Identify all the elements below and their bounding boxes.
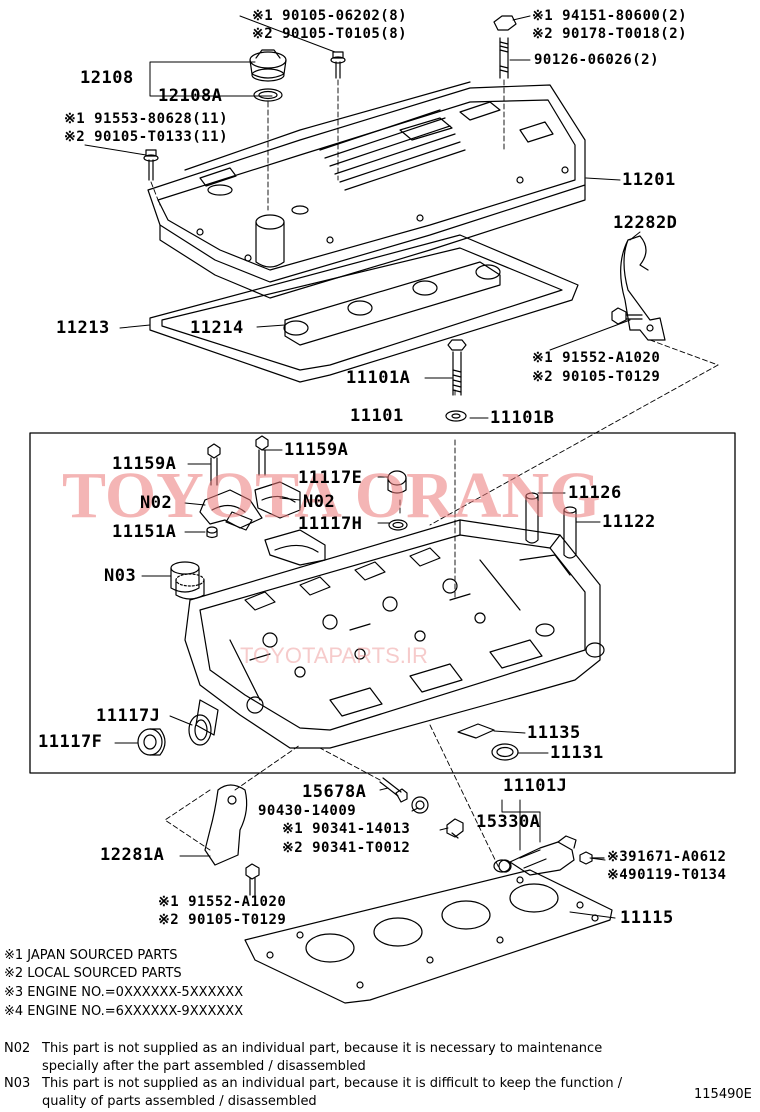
part-number-gasket: 90430-14009 xyxy=(258,803,357,819)
part-number-left-1: ※1 91553-80628(11) xyxy=(64,111,229,127)
valve-guide-bushing xyxy=(525,492,539,544)
callout-N02-left: N02 xyxy=(140,493,173,513)
callout-11131: 11131 xyxy=(550,743,604,763)
callout-11101J: 11101J xyxy=(503,776,568,796)
callout-12282D: 12282D xyxy=(613,213,678,233)
cover-stud xyxy=(499,37,509,79)
camshaft-bearing-cap-lower xyxy=(264,529,326,566)
callout-12108: 12108 xyxy=(80,68,134,88)
part-number-left-2: ※2 90105-T0133(11) xyxy=(64,129,229,145)
plug-seal xyxy=(137,728,166,756)
callout-11126: 11126 xyxy=(568,483,622,503)
leader-lines xyxy=(84,15,641,919)
part-number-plug-1: ※1 90341-14013 xyxy=(282,821,411,837)
valve-lifter xyxy=(170,561,205,600)
part-number-bolt-2: ※2 90105-T0129 xyxy=(158,912,287,928)
camshaft-bearing-cap-left xyxy=(199,489,263,531)
valve-mount-bolt xyxy=(579,851,605,865)
valve-o-ring xyxy=(493,859,511,873)
callout-11117J: 11117J xyxy=(96,706,161,726)
note-n02-code: N02 xyxy=(4,1041,31,1056)
part-number-sensor-2: ※490119-T0134 xyxy=(607,867,727,883)
cylinder-head-group-frame xyxy=(29,432,736,774)
callout-11201: 11201 xyxy=(622,170,676,190)
valve-cover-gasket xyxy=(149,234,579,383)
legend-japan-sourced: ※1 JAPAN SOURCED PARTS xyxy=(4,948,178,963)
part-number-bracket-1: ※1 91552-A1020 xyxy=(532,350,661,366)
part-number-bracket-2: ※2 90105-T0129 xyxy=(532,369,661,385)
part-number-top-right-2: ※2 90178-T0018(2) xyxy=(532,26,688,42)
cylinder-head-plug xyxy=(387,470,407,494)
stud-bolt xyxy=(379,777,408,803)
part-number-top-right-1: ※1 94151-80600(2) xyxy=(532,8,688,24)
filler-cap-gasket xyxy=(253,88,283,102)
note-n03-code: N03 xyxy=(4,1076,31,1091)
part-number-top-1: ※1 90105-06202(8) xyxy=(252,8,408,24)
bracket-bolt-rear xyxy=(611,307,643,325)
dowel-pin xyxy=(206,526,218,539)
part-number-plug-2: ※2 90341-T0012 xyxy=(282,840,411,856)
callout-11135: 11135 xyxy=(527,723,581,743)
cylinder-head-gasket xyxy=(244,869,613,1004)
camshaft-seal-ring xyxy=(188,714,212,746)
callout-11213: 11213 xyxy=(56,318,110,338)
figure-id: 115490E xyxy=(694,1087,752,1102)
callout-N03: N03 xyxy=(104,566,137,586)
callout-15330A: 15330A xyxy=(476,812,541,832)
oil-seal-ring xyxy=(491,743,519,761)
callout-11117E: 11117E xyxy=(298,468,363,488)
head-bolt-washer xyxy=(445,410,467,422)
callout-11101B: 11101B xyxy=(490,408,555,428)
callout-11151A: 11151A xyxy=(112,522,177,542)
spark-plug-tube-gasket xyxy=(283,261,501,346)
callout-11117F: 11117F xyxy=(38,732,103,752)
callout-11159A-left: 11159A xyxy=(112,454,177,474)
legend-engine-range-3: ※3 ENGINE NO.=0XXXXXX-5XXXXXX xyxy=(4,985,244,1000)
part-number-bolt-1: ※1 91552-A1020 xyxy=(158,894,287,910)
callout-11101A: 11101A xyxy=(346,368,411,388)
cover-nut xyxy=(493,15,517,31)
note-n03-line2: quality of parts assembled / disassemble… xyxy=(42,1094,317,1109)
part-number-sensor-1: ※391671-A0612 xyxy=(607,849,727,865)
screw-plug xyxy=(446,818,464,839)
watermark-site: TOYOTAPARTS.IR xyxy=(240,643,428,668)
oil-gallery-gasket xyxy=(411,796,429,814)
valve-cover xyxy=(147,81,586,299)
callout-N02-right: N02 xyxy=(303,492,336,512)
bearing-cap-bolts xyxy=(207,435,269,486)
callout-12281A: 12281A xyxy=(100,845,165,865)
callout-12108A: 12108A xyxy=(158,86,223,106)
legend-local-sourced: ※2 LOCAL SOURCED PARTS xyxy=(4,966,182,981)
part-number-top-2: ※2 90105-T0105(8) xyxy=(252,26,408,42)
cylinder-head xyxy=(184,519,605,749)
valve-stem-seal xyxy=(457,723,495,739)
callout-11214: 11214 xyxy=(190,318,244,338)
part-number-stud: 90126-06026(2) xyxy=(534,52,660,68)
callout-15678A: 15678A xyxy=(302,782,367,802)
callout-11159A-right: 11159A xyxy=(284,440,349,460)
engine-hanger-bracket-front xyxy=(204,784,248,866)
head-bolt xyxy=(447,339,467,396)
callout-11115: 11115 xyxy=(620,908,674,928)
installation-lines xyxy=(150,79,719,871)
callout-11122: 11122 xyxy=(602,512,656,532)
note-n02-line1: This part is not supplied as an individu… xyxy=(42,1041,603,1056)
engine-hanger-bracket-rear xyxy=(620,235,666,341)
valve-guide-bushing-2 xyxy=(563,506,577,559)
plug-gasket xyxy=(388,519,408,531)
oil-control-valve xyxy=(498,835,577,876)
legend-engine-range-4: ※4 ENGINE NO.=6XXXXXX-9XXXXXX xyxy=(4,1004,244,1019)
watermark-brand: TOYOTA ORANG xyxy=(62,459,601,532)
oil-filler-cap xyxy=(249,49,287,82)
bracket-bolt-front xyxy=(245,863,260,896)
camshaft-bearing-cap-right xyxy=(254,481,301,519)
cover-bolt-left xyxy=(143,149,159,181)
callout-11101: 11101 xyxy=(350,406,404,426)
callout-11117H: 11117H xyxy=(298,514,363,534)
note-n03-line1: This part is not supplied as an individu… xyxy=(42,1076,623,1091)
cover-bolt xyxy=(330,51,346,79)
note-n02-line2: specially after the part assembled / dis… xyxy=(42,1059,366,1074)
